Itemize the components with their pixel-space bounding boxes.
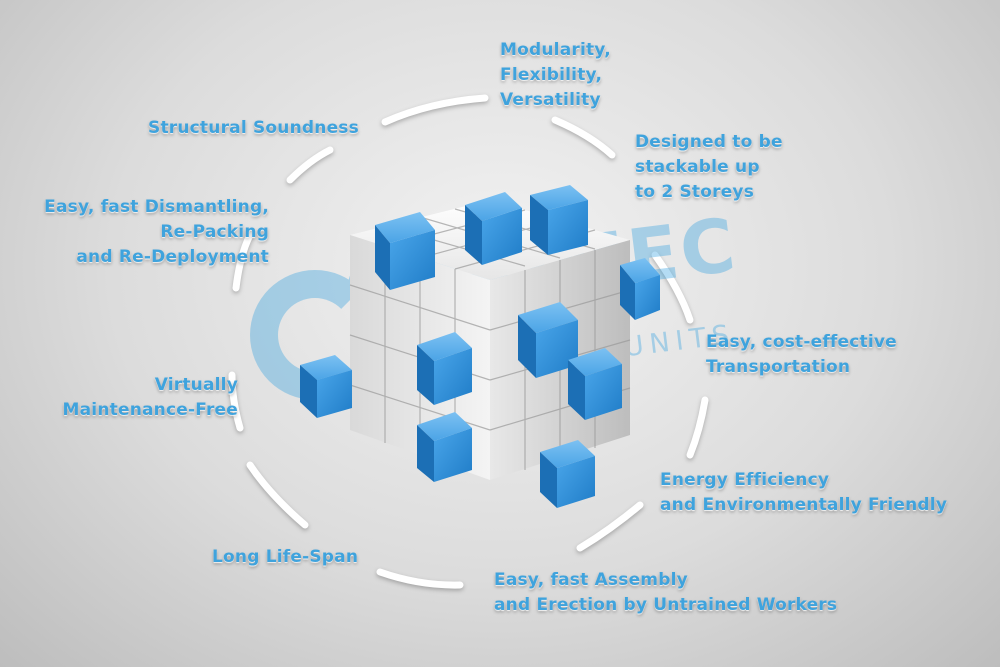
feature-dismantling: Easy, fast Dismantling, Re-Packing and R… [44,195,269,270]
blue-block [568,348,622,420]
feature-structural-soundness: Structural Soundness [148,116,359,141]
feature-line: and Re-Deployment [76,247,269,267]
feature-assembly: Easy, fast Assembly and Erection by Untr… [494,568,837,618]
feature-line: to 2 Storeys [635,182,755,202]
feature-maintenance: Virtually Maintenance-Free [63,373,238,423]
feature-line: Easy, fast Assembly [494,570,688,590]
feature-line: Easy, fast Dismantling, [44,197,269,217]
blue-block [375,212,435,290]
blue-block [620,258,660,320]
feature-line: and Environmentally Friendly [660,495,948,515]
feature-line: Long Life-Span [212,547,359,567]
blue-block [530,185,588,255]
cube-illustration [300,185,660,508]
feature-line: Designed to be [635,132,783,152]
blue-block [300,355,352,418]
feature-energy-efficiency: Energy Efficiency and Environmentally Fr… [660,468,947,518]
blue-block [465,192,522,265]
blue-block [518,302,578,378]
feature-modularity: Modularity, Flexibility, Versatility [500,38,611,113]
feature-line: stackable up [635,157,760,177]
feature-line: Flexibility, [500,65,603,85]
feature-line: and Erection by Untrained Workers [494,595,838,615]
blue-block [540,440,595,508]
blue-block [417,412,472,482]
feature-transportation: Easy, cost-effective Transportation [706,330,897,380]
feature-stackable: Designed to be stackable up to 2 Storeys [635,130,783,205]
feature-line: Transportation [706,357,851,377]
feature-life-span: Long Life-Span [212,545,358,570]
blue-block [417,332,472,405]
feature-line: Energy Efficiency [660,470,830,490]
feature-line: Maintenance-Free [62,400,238,420]
feature-line: Easy, cost-effective [706,332,897,352]
feature-line: Structural Soundness [148,118,359,138]
feature-line: Modularity, [500,40,611,60]
feature-line: Virtually [154,375,238,395]
feature-line: Versatility [500,90,601,110]
feature-line: Re-Packing [160,222,269,242]
